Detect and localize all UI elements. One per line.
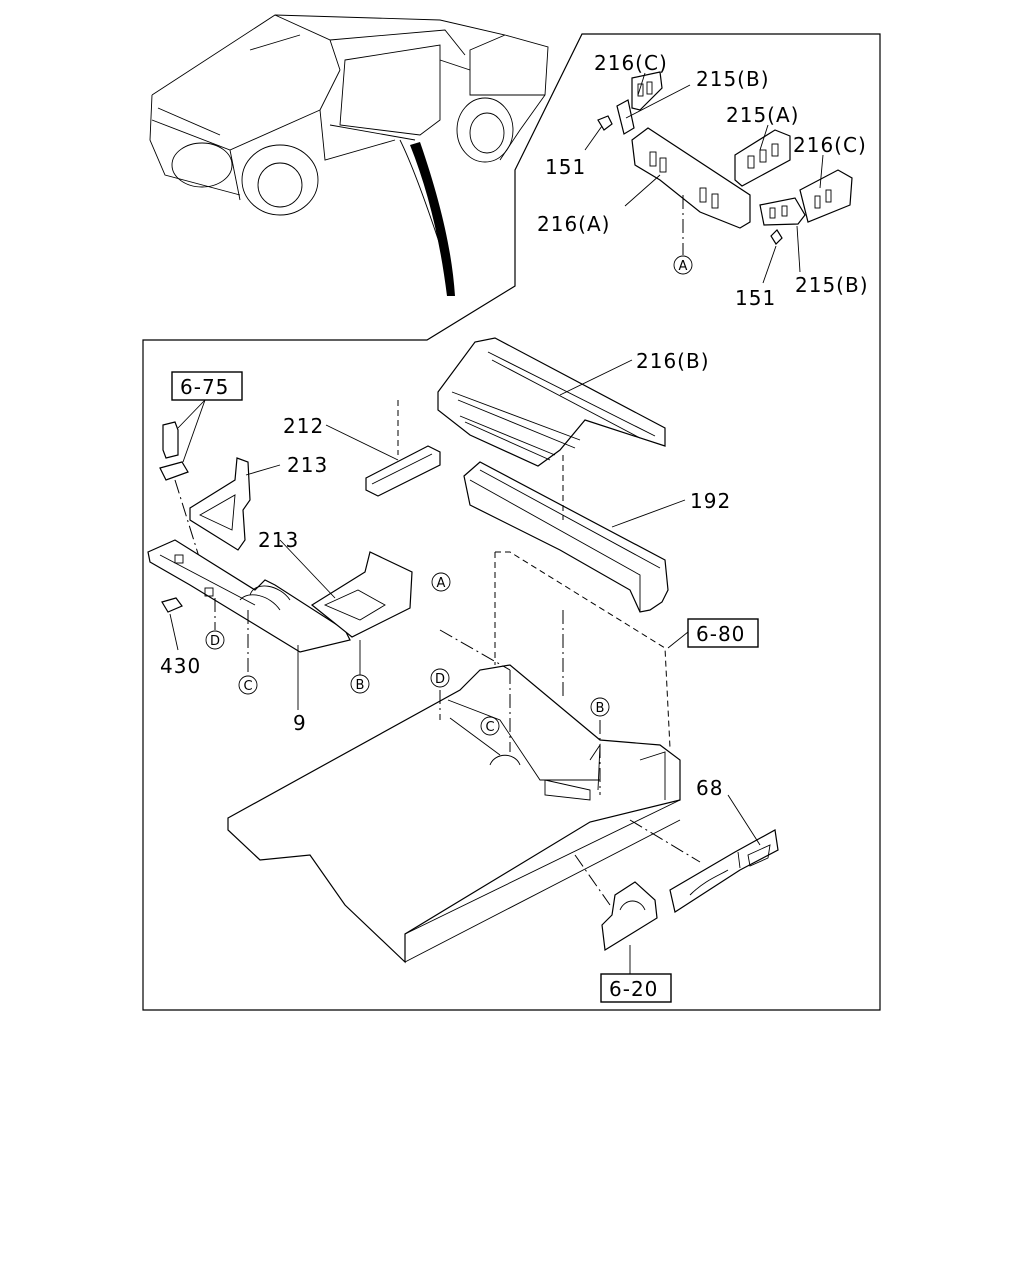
diagram-frame <box>142 33 881 1011</box>
label-192: 192 <box>690 489 731 513</box>
label-216c-top: 216(C) <box>594 51 668 75</box>
label-213-bottom: 213 <box>258 528 299 552</box>
marker-c-floor: C <box>480 716 500 736</box>
svg-text:6-80: 6-80 <box>696 622 745 646</box>
bolt-plate-assembly <box>159 399 206 561</box>
part-212 <box>365 445 441 497</box>
ref-box-6-80[interactable]: 6-80 <box>687 618 759 648</box>
callout-wedge <box>410 142 455 296</box>
marker-a-floor: A <box>431 572 451 592</box>
label-430: 430 <box>160 654 201 678</box>
part-430 <box>161 597 183 613</box>
part-151-bottom <box>770 229 783 245</box>
label-216b: 216(B) <box>636 349 710 373</box>
part-6-20 <box>601 881 658 952</box>
part-192 <box>463 461 669 613</box>
part-215a <box>734 129 791 187</box>
part-68 <box>669 829 779 913</box>
part-216b <box>437 337 666 467</box>
marker-d-floor: D <box>430 668 450 688</box>
upper-right-parts <box>584 71 853 284</box>
marker-c-left: C <box>238 675 258 695</box>
floor-body <box>227 551 701 964</box>
svg-text:B: B <box>356 678 365 693</box>
svg-text:A: A <box>437 576 446 591</box>
part-151-top <box>597 115 613 131</box>
svg-text:D: D <box>210 634 220 649</box>
ref-box-6-20[interactable]: 6-20 <box>600 973 672 1003</box>
truck-illustration <box>149 14 549 296</box>
svg-text:6-75: 6-75 <box>180 375 229 399</box>
marker-b-floor: B <box>590 697 610 717</box>
label-213-top: 213 <box>287 453 328 477</box>
label-216a: 216(A) <box>537 212 610 236</box>
label-212: 212 <box>283 414 324 438</box>
label-9: 9 <box>293 711 307 735</box>
svg-text:C: C <box>485 720 494 735</box>
marker-a-top: A <box>673 255 693 275</box>
svg-text:C: C <box>243 679 252 694</box>
part-9 <box>147 539 351 653</box>
svg-text:6-20: 6-20 <box>609 977 658 1001</box>
label-215b-top: 215(B) <box>696 67 770 91</box>
svg-text:B: B <box>596 701 605 716</box>
part-215b-top <box>616 99 635 135</box>
label-215a: 215(A) <box>726 103 799 127</box>
ref-box-6-75[interactable]: 6-75 <box>171 371 243 401</box>
part-216a <box>631 127 751 229</box>
part-213-lower <box>310 551 413 638</box>
label-215b-bottom: 215(B) <box>795 273 869 297</box>
part-215b-bottom <box>759 197 806 226</box>
label-151-bottom: 151 <box>735 286 776 310</box>
label-68: 68 <box>696 776 723 800</box>
label-151-top: 151 <box>545 155 586 179</box>
svg-text:D: D <box>435 672 445 687</box>
label-216c-right: 216(C) <box>793 133 867 157</box>
marker-b-left: B <box>350 674 370 694</box>
marker-d-left: D <box>205 630 225 650</box>
svg-text:A: A <box>679 259 688 274</box>
